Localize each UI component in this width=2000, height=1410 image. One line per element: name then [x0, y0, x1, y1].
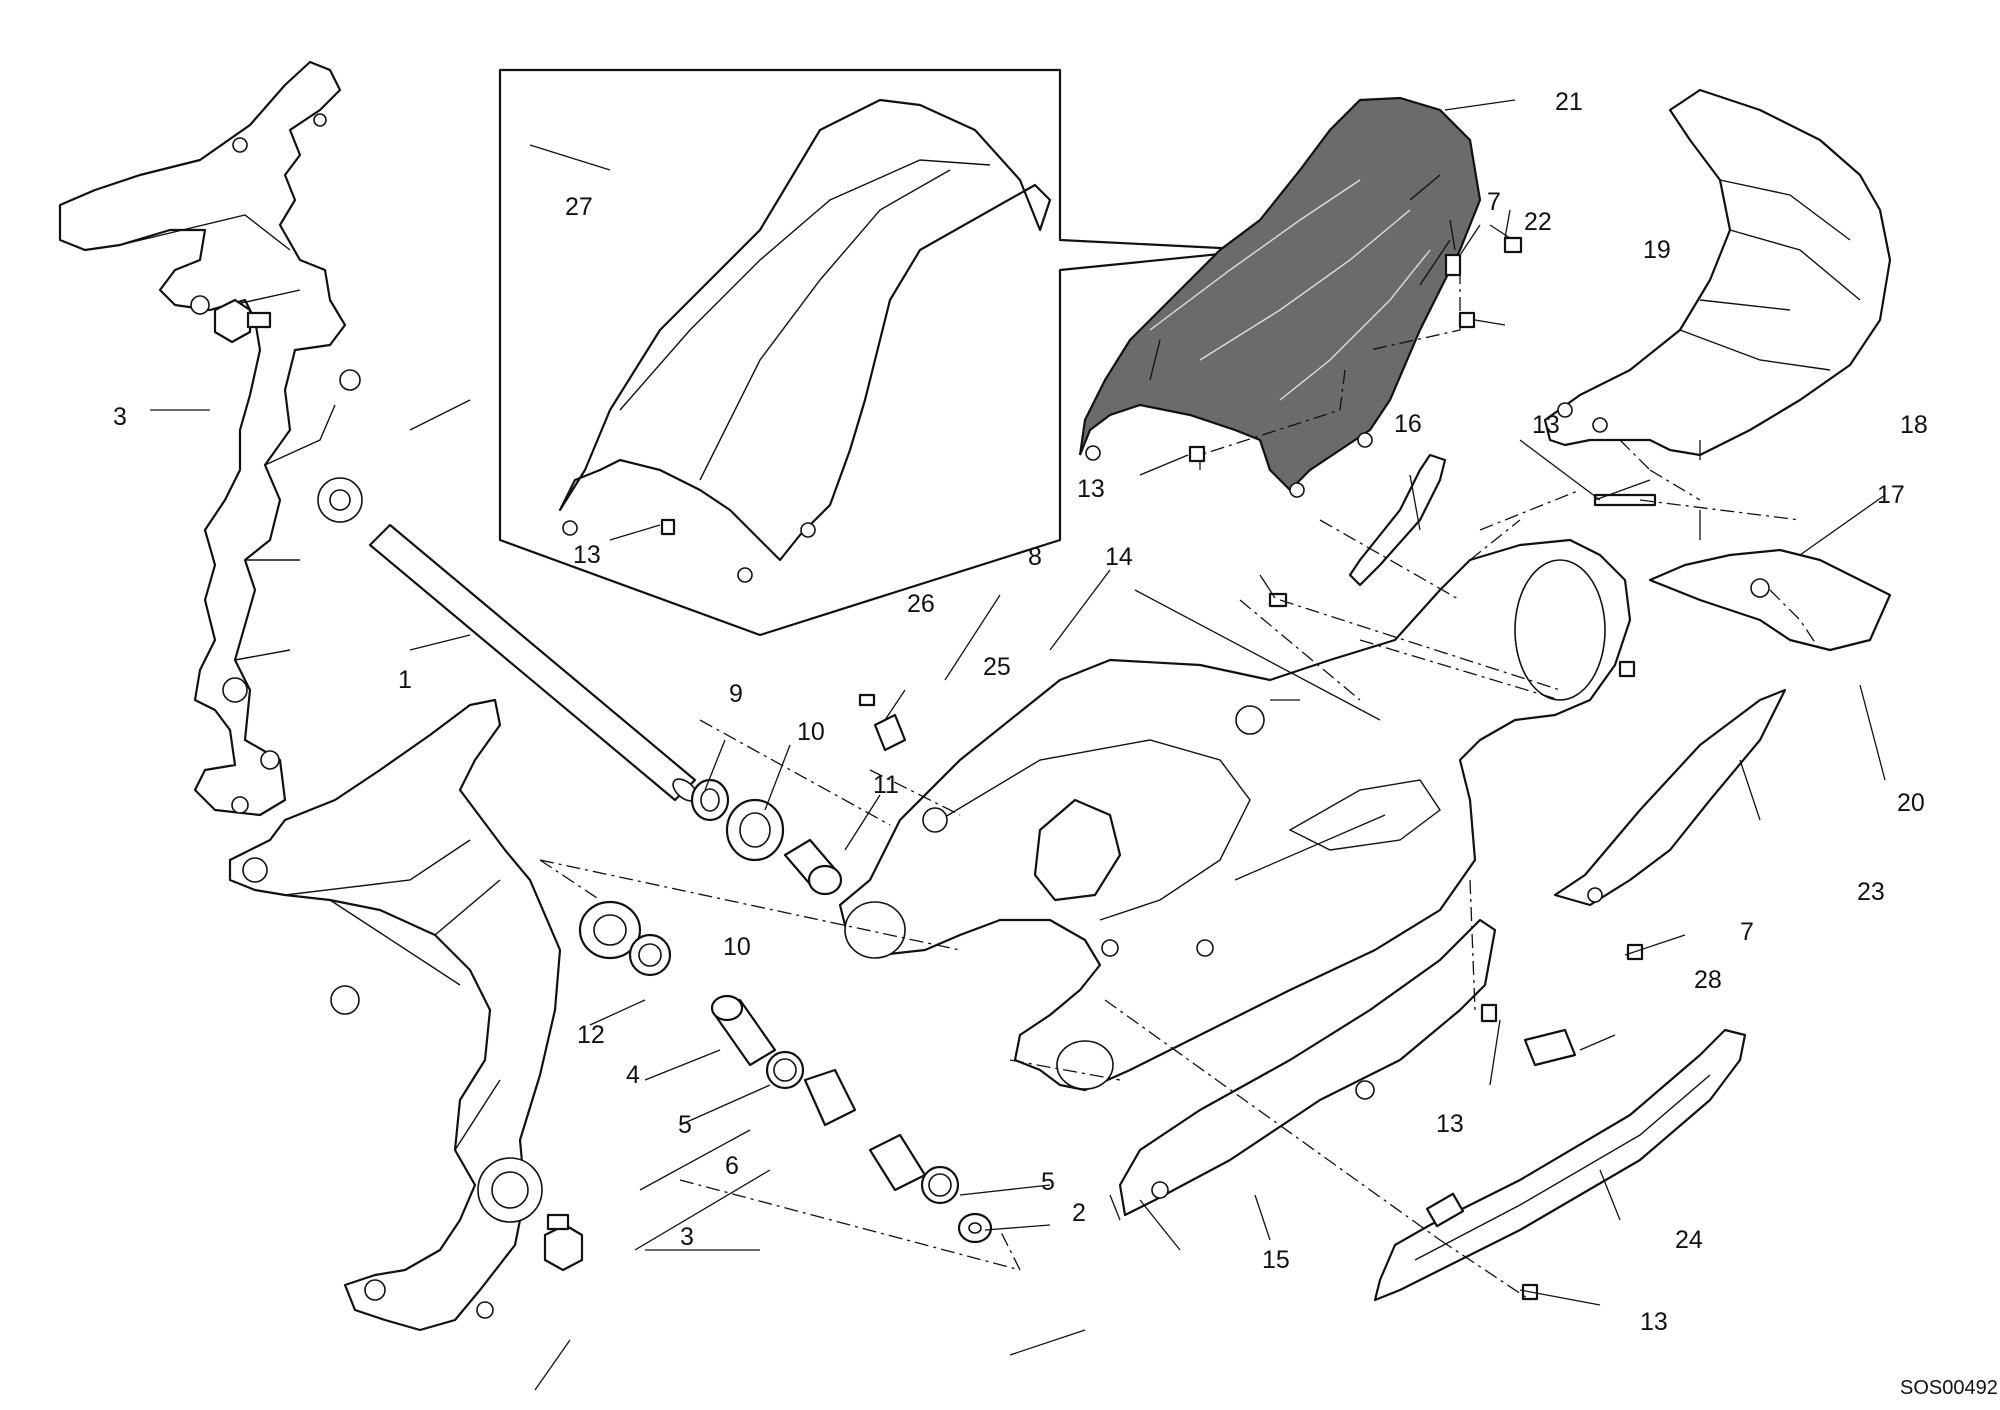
cover-19	[1543, 88, 1892, 457]
callout-7-lower: 7	[1740, 918, 1754, 946]
bolt-3-upper	[213, 298, 272, 344]
callout-13-mid: 13	[1532, 411, 1560, 439]
callout-labels: 1 2 3 3 4 5 5 6 7 7 8 9 10 10 11 12 13 1…	[113, 88, 1928, 1336]
screw-22	[1503, 236, 1523, 254]
mudguard-27	[558, 98, 1052, 583]
callout-27: 27	[565, 193, 593, 221]
bush-4	[710, 994, 777, 1067]
callout-5-left: 5	[678, 1111, 692, 1139]
spacer-11	[783, 838, 843, 896]
clip-25	[873, 713, 907, 752]
washer-2	[957, 1212, 993, 1244]
callout-12: 12	[577, 1021, 605, 1049]
screw-20	[1618, 660, 1636, 678]
inset-frame	[498, 68, 1262, 637]
callout-7-upper: 7	[1487, 188, 1501, 216]
chain-guard-15	[1118, 918, 1497, 1217]
screw-13-top-left	[1188, 445, 1206, 463]
chain-guard-23	[1553, 688, 1787, 907]
callout-10-lower: 10	[723, 933, 751, 961]
bearing-10-upper	[725, 798, 785, 862]
screw-13-mid	[1458, 311, 1476, 329]
frame-upper-part	[58, 60, 363, 817]
callout-3-lower: 3	[680, 1223, 694, 1251]
callout-4: 4	[626, 1061, 640, 1089]
pivot-shaft-1	[368, 523, 698, 802]
callout-1: 1	[398, 666, 412, 694]
callout-13-inset: 13	[573, 541, 601, 569]
bracket-16	[1348, 453, 1447, 587]
callout-10-upper: 10	[797, 718, 825, 746]
guard-17	[1648, 548, 1892, 652]
callout-3-upper: 3	[113, 403, 127, 431]
bearing-6-lower	[868, 1133, 927, 1192]
screw-13-lower	[1480, 1003, 1498, 1023]
callout-15: 15	[1262, 1246, 1290, 1274]
seal-12	[628, 933, 672, 977]
screw-26	[858, 693, 876, 707]
callout-2: 2	[1072, 1199, 1086, 1227]
leader-lines	[150, 99, 1886, 1391]
bearing-10-lower	[578, 900, 642, 960]
callout-5-right: 5	[1041, 1168, 1055, 1196]
callout-24: 24	[1675, 1226, 1703, 1254]
frame-lower-part	[228, 698, 562, 1332]
callout-14: 14	[1105, 543, 1133, 571]
screw-14	[1268, 592, 1288, 608]
callout-11: 11	[873, 771, 899, 799]
callout-8: 8	[1028, 543, 1042, 571]
callout-23: 23	[1857, 878, 1885, 906]
bushing-9	[690, 778, 730, 822]
drawing-code: SOS00492	[1900, 1377, 1998, 1399]
bearing-6-upper	[803, 1068, 857, 1127]
assembly-lines	[539, 270, 1821, 1301]
callout-18: 18	[1900, 411, 1928, 439]
ring-5-upper	[765, 1050, 805, 1090]
swingarm-8	[838, 538, 1632, 1092]
screw-7-upper	[1444, 253, 1462, 277]
callout-25: 25	[983, 653, 1011, 681]
chain-slider-24	[1373, 1028, 1747, 1302]
ring-5-lower	[920, 1165, 960, 1205]
callout-13-left: 13	[1077, 475, 1105, 503]
callout-21: 21	[1555, 88, 1583, 116]
callout-13-bottom: 13	[1640, 1308, 1668, 1336]
callout-17: 17	[1877, 481, 1905, 509]
callout-6: 6	[725, 1152, 739, 1180]
label-plate-28	[1523, 1028, 1577, 1067]
callout-20: 20	[1897, 789, 1925, 817]
callout-19: 19	[1643, 236, 1671, 264]
bolt-3-lower	[543, 1213, 584, 1272]
mudguard-21	[1078, 96, 1482, 498]
callout-13-lower: 13	[1436, 1110, 1464, 1138]
callout-22: 22	[1524, 208, 1552, 236]
callout-26: 26	[907, 590, 935, 618]
callout-16: 16	[1394, 410, 1422, 438]
callout-9: 9	[729, 680, 743, 708]
callout-28: 28	[1694, 966, 1722, 994]
